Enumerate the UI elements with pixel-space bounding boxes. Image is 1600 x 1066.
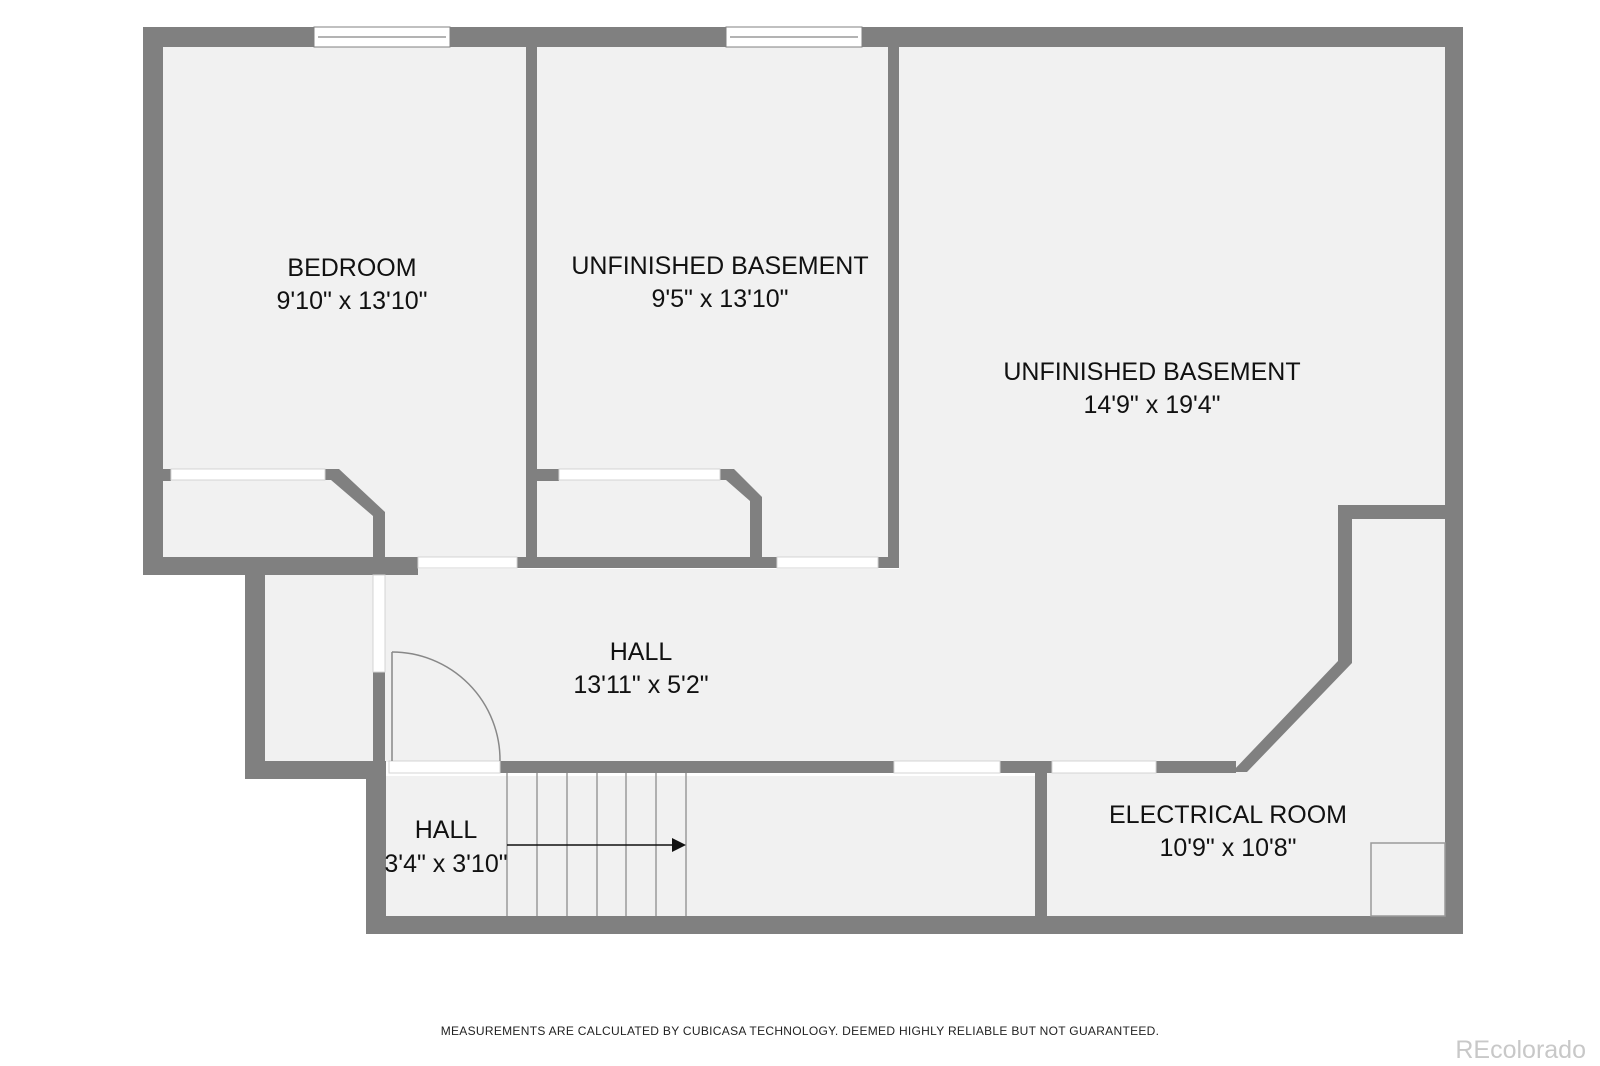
hall-main-size: 13'11" x 5'2" [573,671,708,699]
basement-window [725,26,863,48]
hall-small-floor [385,776,1035,916]
basement-closet-opening [558,468,721,481]
bedroom-name: BEDROOM [287,254,416,282]
wall-hall-left-bottom [245,761,385,779]
unfinished-basement-1-size: 9'5" x 13'10" [651,285,788,313]
door-swing [391,651,501,762]
wall-hall-bottom-a [500,761,894,773]
wall-electrical-angle [1232,505,1352,772]
electrical-room-size: 10'9" x 10'8" [1159,834,1296,862]
hall-small-size: 3'4" x 3'10" [384,850,507,878]
wall-basement-1-bottom-b [878,557,899,568]
basement-1-door-opening [776,556,879,569]
windows [313,26,863,48]
wall-bedroom-bottom-b [517,557,537,568]
wall-bedroom-closet-left [163,469,171,481]
wall-bedroom-closet-angle [325,469,385,575]
bedroom-closet-opening [170,468,326,481]
unfinished-basement-2-size: 14'9" x 19'4" [1083,391,1220,419]
wall-bottom [366,916,1463,934]
walls [143,27,1463,934]
bedroom-size: 9'10" x 13'10" [276,287,427,315]
stair-direction-arrow [507,838,686,852]
hall-main-name: HALL [610,638,673,666]
wall-left-upper [143,27,163,575]
watermark-logo: REcolorado [1455,1036,1586,1064]
electrical-room-name: ELECTRICAL ROOM [1109,801,1347,829]
wall-hall-door-jamb [373,672,385,779]
bedroom-door-opening [417,556,518,569]
openings [170,468,1157,774]
wall-right [1445,27,1463,934]
hall-door-opening [388,760,501,774]
wall-small-hall-left [366,761,386,934]
wall-electrical-left [1035,761,1047,934]
measurement-disclaimer: MEASUREMENTS ARE CALCULATED BY CUBICASA … [440,1024,1160,1038]
hall-small-name: HALL [415,816,478,844]
wall-basement-closet-angle [720,469,762,568]
wall-hall-bottom-c [1156,761,1236,773]
wall-divider-2 [888,27,899,568]
wall-bedroom-bottom [143,557,418,575]
bedroom-window [313,26,451,48]
hall-left-opening [372,574,386,673]
wall-electrical-top [1338,505,1445,519]
wall-hall-left [245,569,265,779]
floor-areas [163,47,1446,916]
unfinished-basement-2-name: UNFINISHED BASEMENT [1003,358,1300,386]
hall-small-opening [893,760,1001,774]
wall-basement-1-bottom-a [522,557,777,568]
unfinished-basement-1-name: UNFINISHED BASEMENT [571,252,868,280]
electrical-door-opening [1051,760,1157,774]
wall-divider-1 [526,27,537,568]
electrical-panel [1370,842,1446,917]
room-labels: BEDROOM 9'10" x 13'10" UNFINISHED BASEME… [276,252,1347,878]
wall-basement-closet-left [537,469,559,481]
